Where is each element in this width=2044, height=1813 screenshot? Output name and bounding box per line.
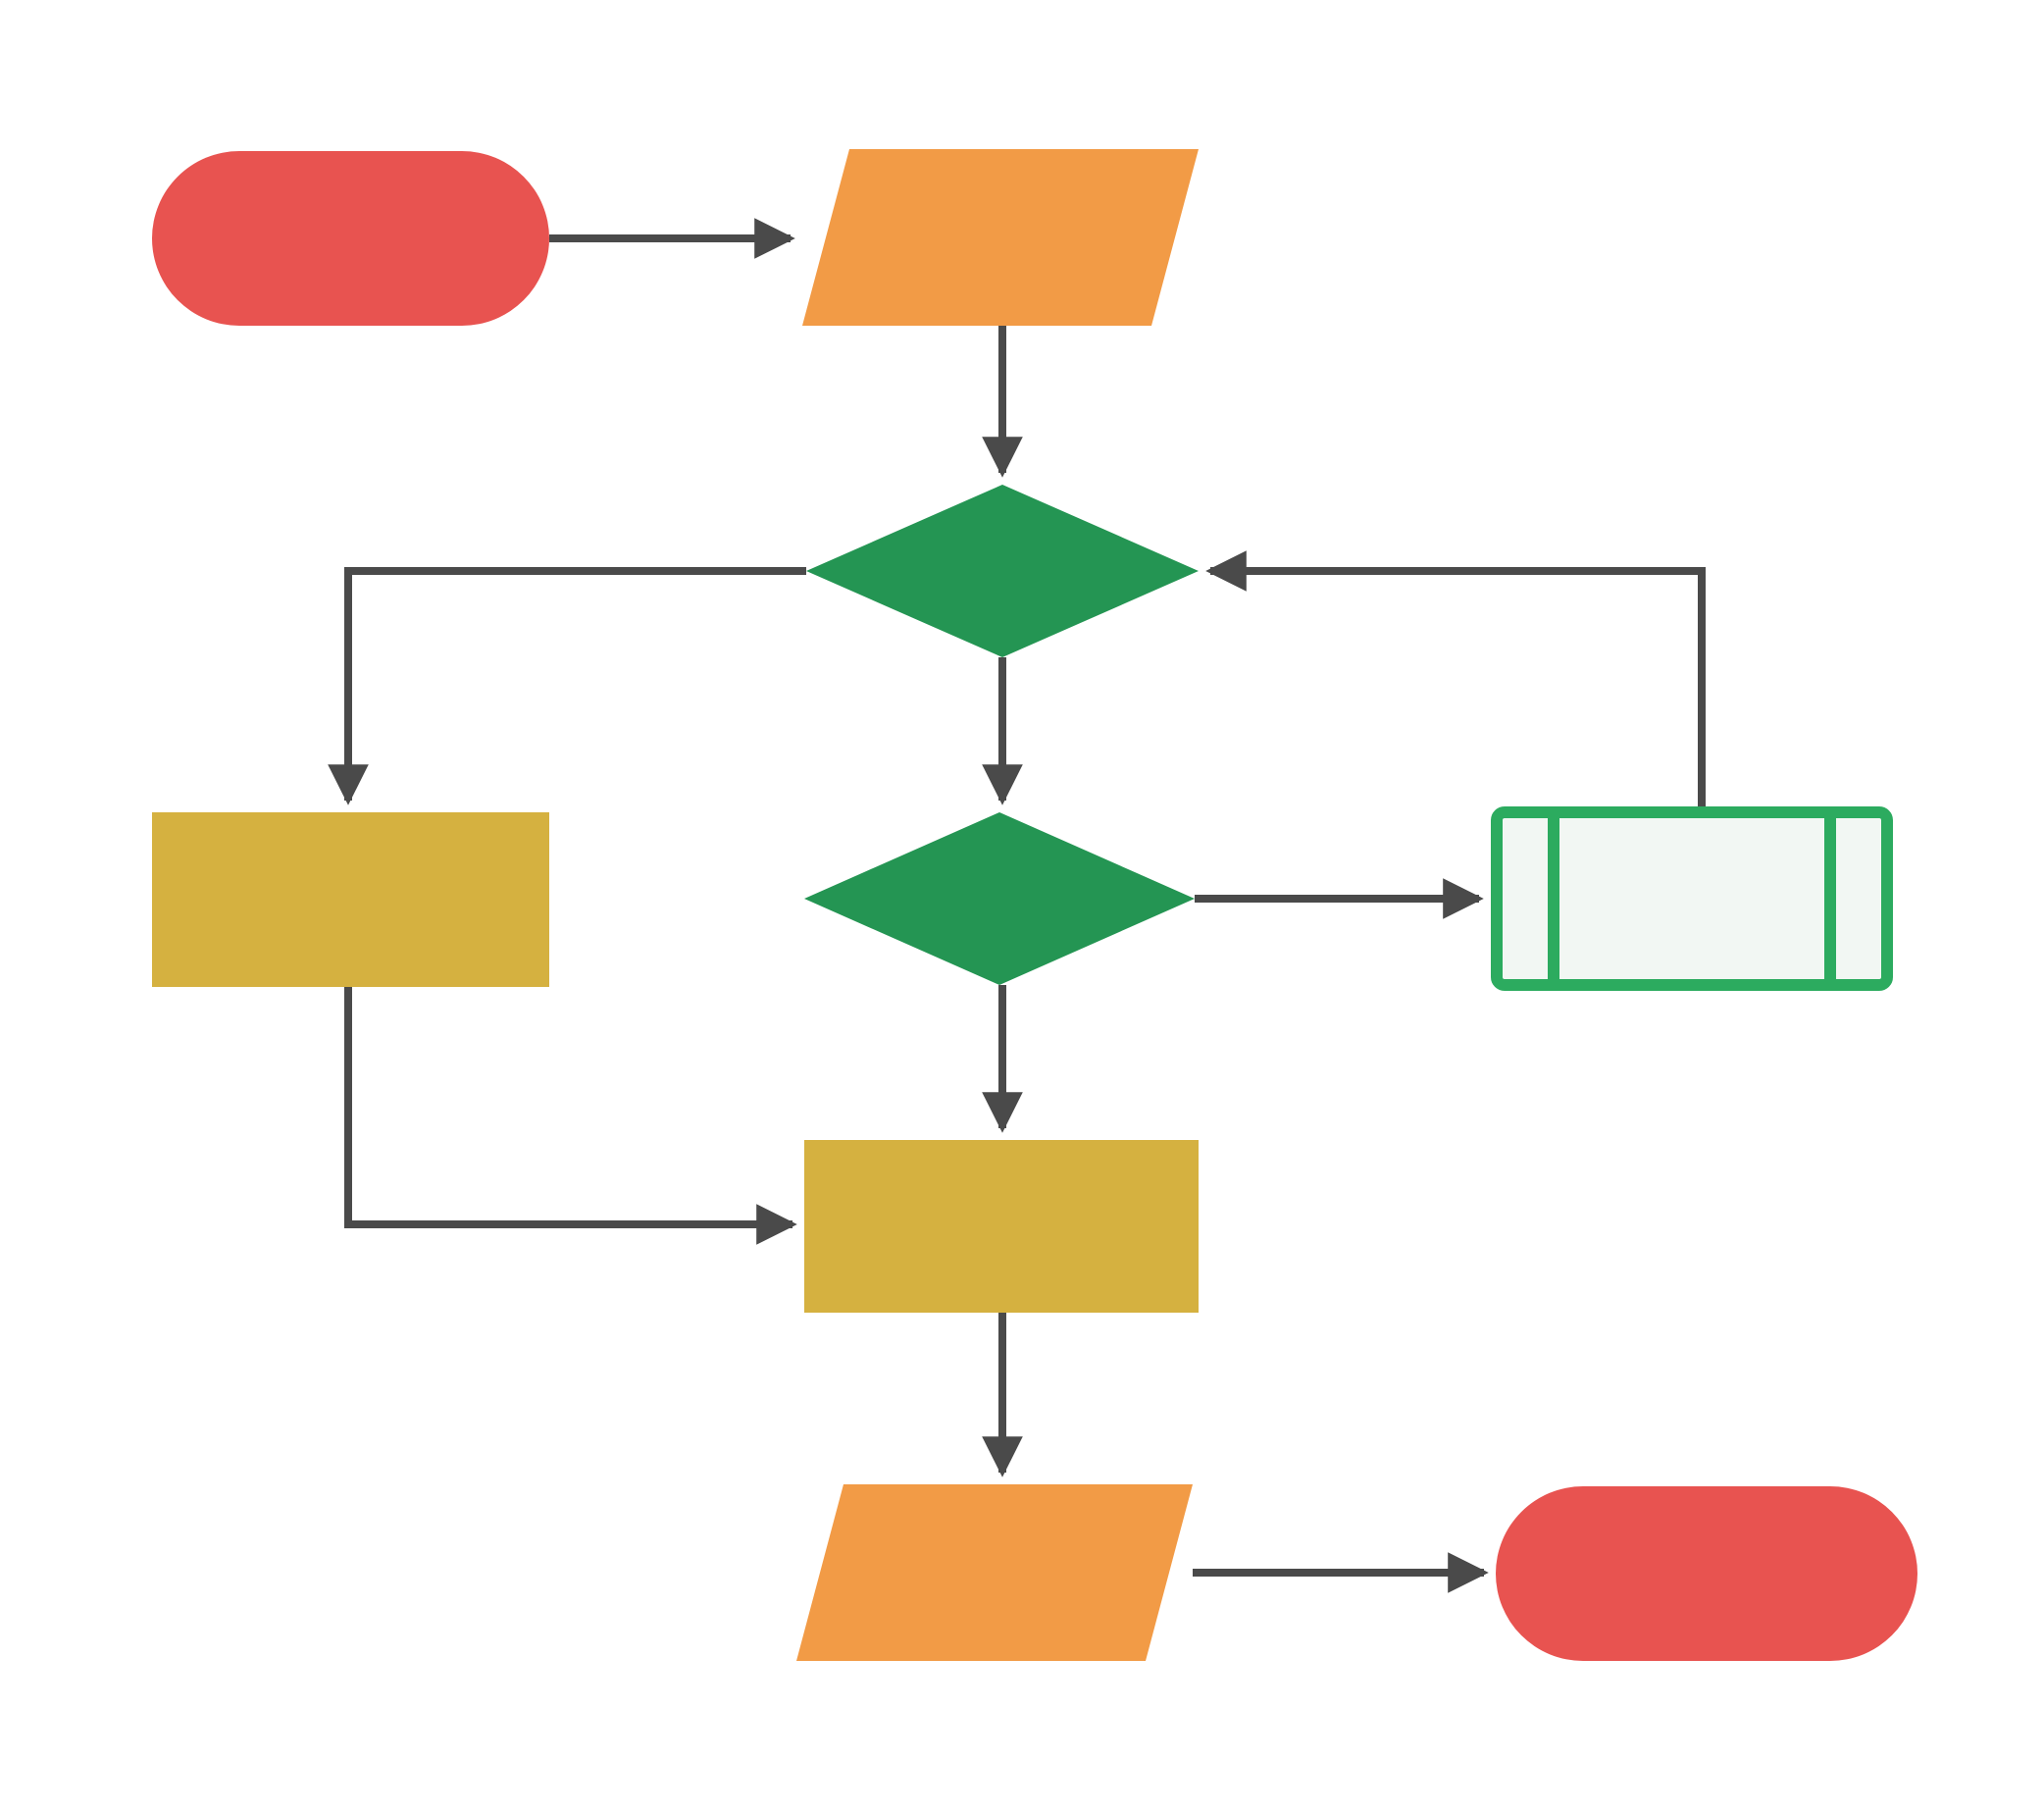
edge-decision1-to-process-left bbox=[328, 567, 806, 805]
nodes-layer bbox=[152, 149, 1917, 1661]
node-output-parallelogram[interactable] bbox=[796, 1484, 1193, 1661]
node-decision-2[interactable] bbox=[804, 812, 1195, 985]
node-process-center[interactable] bbox=[804, 1140, 1199, 1313]
start-terminator-shape[interactable] bbox=[152, 151, 549, 326]
process-center-shape[interactable] bbox=[804, 1140, 1199, 1313]
node-start-terminator[interactable] bbox=[152, 151, 549, 326]
node-input-parallelogram[interactable] bbox=[802, 149, 1199, 326]
node-end-terminator[interactable] bbox=[1496, 1486, 1917, 1661]
edge-subroutine-to-decision1 bbox=[1205, 550, 1706, 806]
output-parallelogram-shape[interactable] bbox=[796, 1484, 1193, 1661]
node-decision-1[interactable] bbox=[806, 485, 1199, 657]
subroutine-outer-shape[interactable] bbox=[1491, 806, 1893, 991]
end-terminator-shape[interactable] bbox=[1496, 1486, 1917, 1661]
decision-2-shape[interactable] bbox=[804, 812, 1195, 985]
connectors-layer bbox=[328, 218, 1706, 1593]
decision-1-shape[interactable] bbox=[806, 485, 1199, 657]
edge-process-left-to-process-center bbox=[344, 987, 797, 1245]
input-parallelogram-shape[interactable] bbox=[802, 149, 1199, 326]
process-left-shape[interactable] bbox=[152, 812, 549, 987]
node-process-left[interactable] bbox=[152, 812, 549, 987]
node-subroutine[interactable] bbox=[1491, 806, 1893, 991]
